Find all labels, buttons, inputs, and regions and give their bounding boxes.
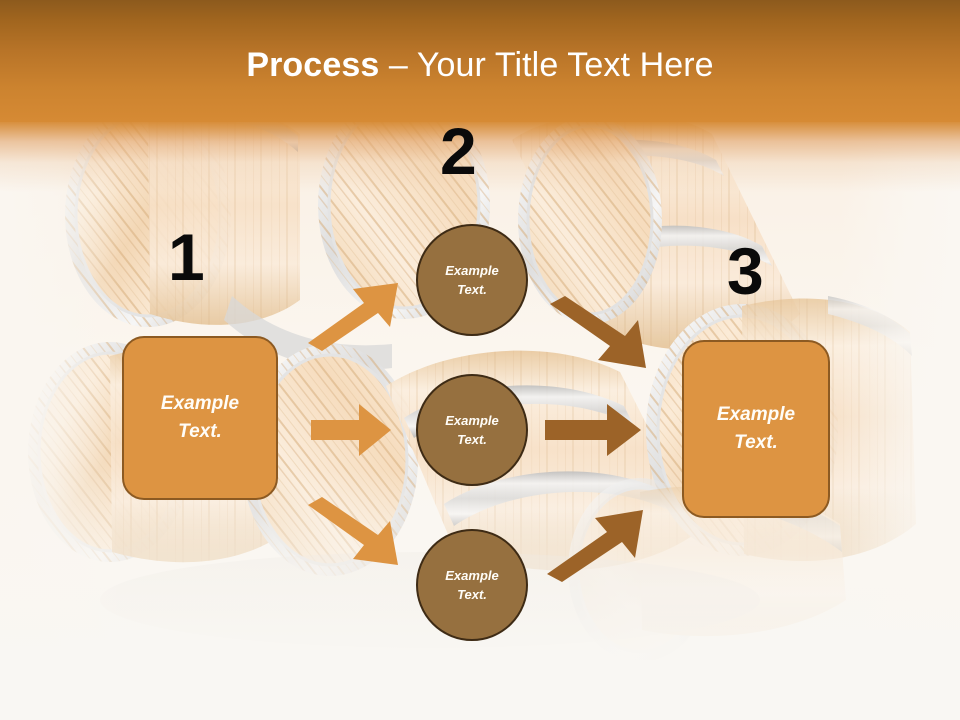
node-left-box-line1: Example bbox=[160, 393, 240, 415]
node-left-box[interactable]: Example Text. bbox=[122, 336, 278, 500]
node-circle-middle[interactable]: Example Text. bbox=[416, 374, 528, 486]
node-right-box-line1: Example bbox=[716, 404, 796, 426]
node-circle-top[interactable]: Example Text. bbox=[416, 224, 528, 336]
title-band bbox=[0, 0, 960, 122]
node-circle-middle-line2: Text. bbox=[457, 432, 487, 447]
arrow-left-to-top-circle-icon bbox=[306, 281, 402, 351]
arrow-left-to-bottom-circle-icon bbox=[306, 497, 402, 567]
arrow-middle-circle-to-right-icon bbox=[545, 402, 641, 458]
node-circle-middle-line1: Example bbox=[445, 412, 499, 428]
step-number-3: 3 bbox=[727, 234, 764, 308]
node-circle-bottom[interactable]: Example Text. bbox=[416, 529, 528, 641]
node-circle-top-line2: Text. bbox=[457, 282, 487, 297]
node-circle-bottom-line2: Text. bbox=[457, 587, 487, 602]
arrow-left-to-middle-circle-icon bbox=[311, 402, 391, 458]
step-number-2: 2 bbox=[440, 114, 477, 188]
step-number-1: 1 bbox=[168, 220, 205, 294]
node-left-box-line2: Text. bbox=[178, 421, 222, 442]
node-right-box-line2: Text. bbox=[734, 432, 778, 453]
page-title-rest: – Your Title Text Here bbox=[379, 46, 714, 84]
arrow-top-circle-to-right-icon bbox=[548, 296, 650, 370]
page-title: Process – Your Title Text Here bbox=[0, 48, 960, 82]
node-circle-top-line1: Example bbox=[445, 262, 499, 278]
page-title-strong: Process bbox=[246, 46, 380, 84]
node-right-box[interactable]: Example Text. bbox=[682, 340, 830, 518]
node-circle-bottom-line1: Example bbox=[445, 567, 499, 583]
arrow-bottom-circle-to-right-icon bbox=[545, 508, 647, 582]
